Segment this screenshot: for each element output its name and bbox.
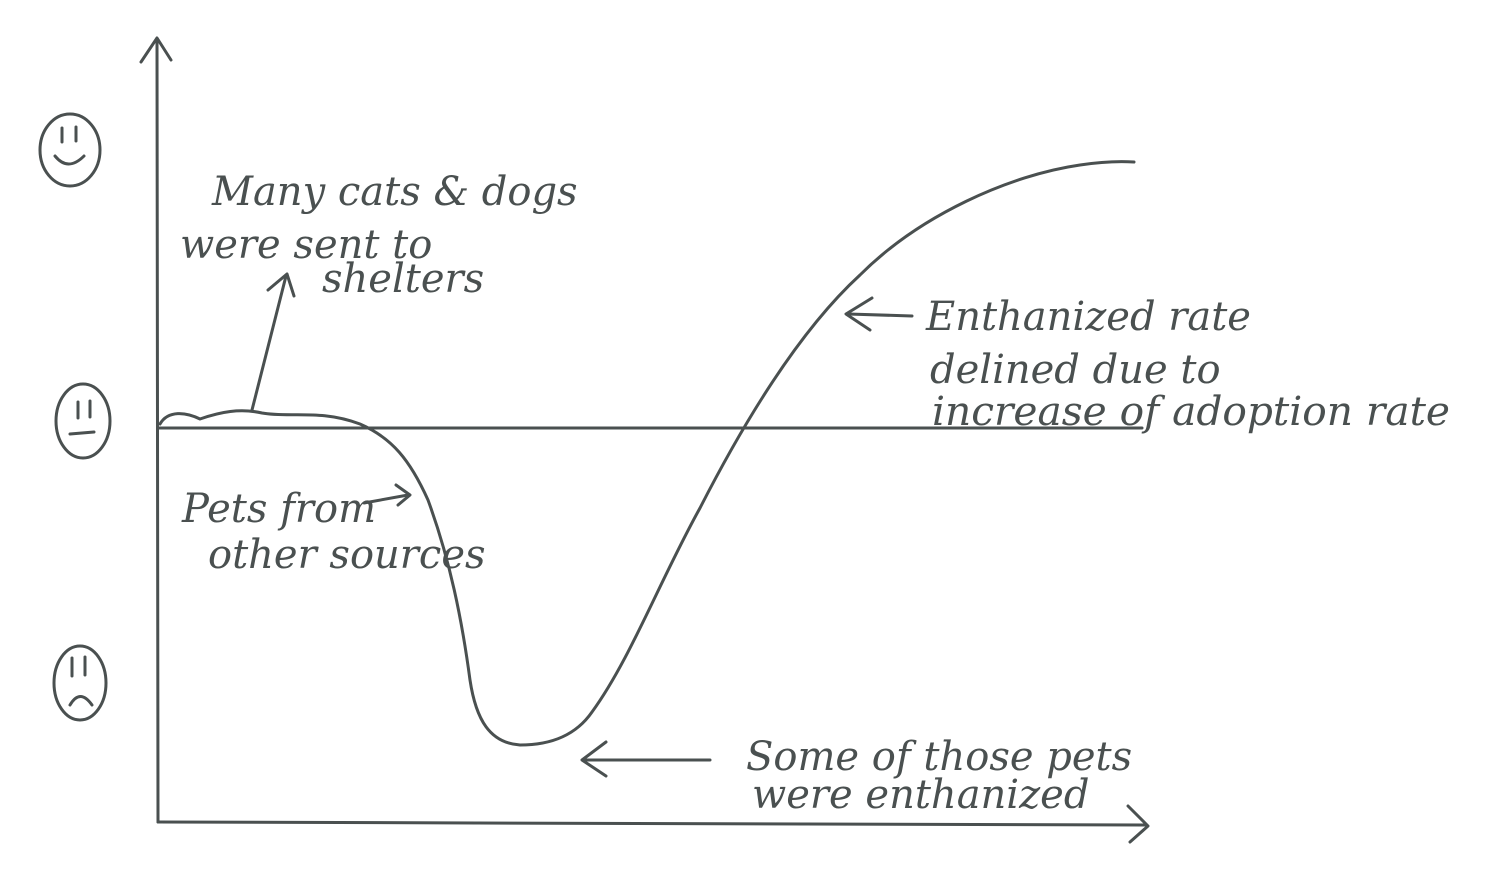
shelters-note-line-2: were sent to [180, 222, 432, 268]
euthanized-arrow [580, 740, 712, 778]
declined-note-line-3: increase of adoption rate [932, 389, 1450, 435]
other-sources-note-line-2: other sources [208, 532, 486, 578]
shelters-note-line-1: Many cats & dogs [211, 169, 578, 215]
sad-face-icon [52, 644, 108, 722]
neutral-face-icon [54, 382, 112, 460]
declined-arrow [844, 296, 914, 332]
euthanized-note-line-1: Some of those pets [746, 734, 1132, 780]
trend-curve [158, 160, 1136, 747]
happy-face-icon [38, 112, 102, 188]
declined-note-line-2: delined due to [930, 347, 1221, 393]
shelters-note-line-3: shelters [322, 256, 484, 302]
euthanized-note-line-2: were enthanized [752, 772, 1089, 818]
other-sources-note-line-1: Pets from [181, 486, 376, 532]
shelters-arrow [250, 272, 296, 412]
declined-note-line-1: Enthanized rate [925, 294, 1251, 340]
y-axis [139, 36, 173, 824]
x-axis [156, 804, 1150, 844]
other-sources-arrow [362, 483, 412, 507]
